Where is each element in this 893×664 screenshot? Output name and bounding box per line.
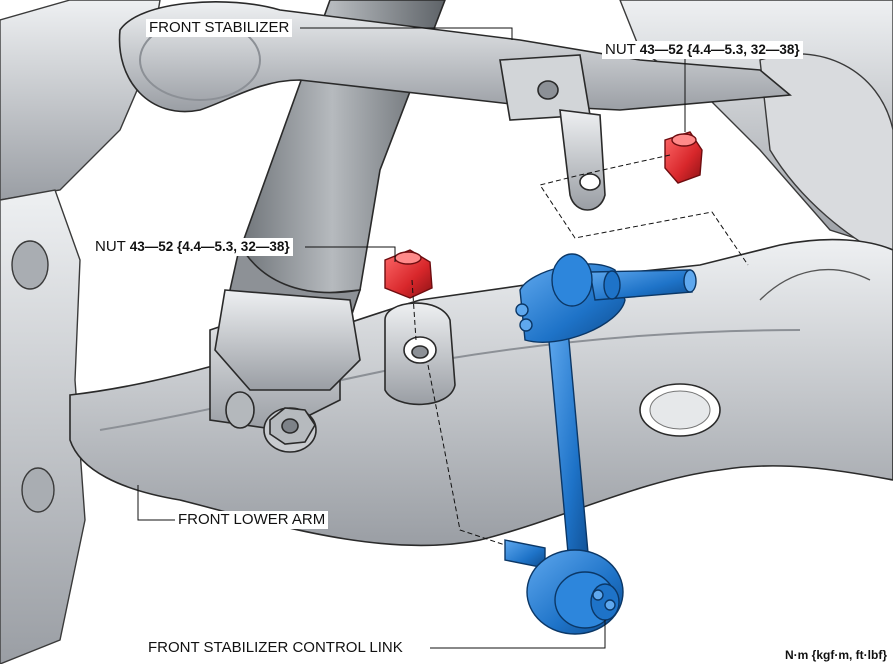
control-link-label: FRONT STABILIZER CONTROL LINK	[145, 639, 406, 657]
lower-nut	[384, 249, 433, 299]
lower-nut-label: NUT 43—52 {4.4—5.3, 32—38}	[92, 238, 293, 256]
leader-lines	[137, 27, 686, 649]
assembly-guide-lines	[411, 154, 749, 546]
stabilizer-control-link	[504, 253, 697, 635]
front-stabilizer-label: FRONT STABILIZER	[146, 19, 293, 37]
upper-nut	[664, 131, 703, 184]
torque-units-note: N·m {kgf·m, ft·lbf}	[783, 648, 889, 662]
link-mount-boss	[384, 302, 456, 406]
front-lower-arm	[69, 238, 893, 547]
upper-nut-label: NUT 43—52 {4.4—5.3, 32—38}	[602, 41, 803, 59]
front-lower-arm-label: FRONT LOWER ARM	[175, 511, 329, 529]
